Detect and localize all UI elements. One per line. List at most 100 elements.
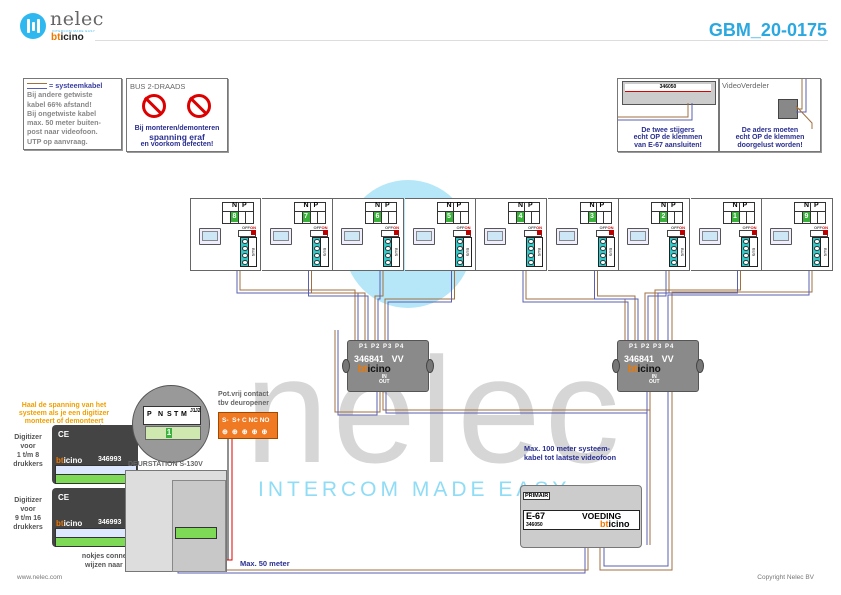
on-label: ON — [750, 225, 757, 230]
distributor-id-number: 346841 — [354, 354, 385, 364]
np-p-label: P — [671, 202, 676, 209]
off-label: OFF — [385, 225, 393, 230]
np-n-label: N — [661, 202, 667, 209]
np-n-label: N — [375, 202, 381, 209]
termination-switch-label: OFFON — [743, 225, 757, 230]
tip-videoverdeler-title: VideoVerdeler — [722, 81, 769, 90]
on-label: ON — [536, 225, 542, 230]
pin-label: P — [147, 411, 152, 418]
wire — [225, 437, 233, 561]
warning-line: Haal de spanning van het — [21, 402, 107, 409]
np-divider — [381, 203, 382, 223]
np-divider — [674, 211, 675, 223]
brand-suffix: icino — [637, 364, 661, 375]
termination-switch[interactable] — [238, 230, 256, 237]
mount-ear — [612, 359, 620, 373]
unit-number: 8 — [231, 212, 238, 222]
termination-switch[interactable] — [381, 230, 399, 237]
monitor-icon — [412, 228, 435, 245]
brand-name: nelec — [50, 8, 104, 30]
pin-label: N — [158, 411, 164, 418]
termination-switch-label: OFFON — [457, 225, 471, 230]
note-line: nokjes connectoren — [81, 553, 149, 560]
label-line: voor — [20, 506, 36, 513]
monitor-icon — [627, 228, 649, 245]
digitizer-id: 346993 — [98, 519, 122, 526]
digitizer-module-1: CE bticino 346993 — [52, 425, 138, 484]
np-divider — [659, 211, 660, 223]
termination-switch[interactable] — [667, 230, 685, 237]
np-divider — [587, 211, 589, 223]
ce-mark: CE — [58, 493, 70, 502]
np-divider — [524, 203, 525, 223]
label-line: drukkers — [13, 461, 43, 468]
legend-bus-box: BUS 2-DRAADS Bij monteren/demonteren spa… — [126, 78, 228, 152]
np-p-label: P — [528, 202, 533, 209]
tip-line: echt OP de klemmen — [633, 134, 703, 141]
termination-switch[interactable] — [309, 230, 328, 237]
caption-line: Pot.vrij contact — [218, 391, 269, 398]
np-p-label: P — [814, 202, 819, 209]
bus-terminal-label: BUS — [820, 237, 829, 267]
unit-number: 6 — [374, 212, 381, 222]
tip-line: van E-67 aansluiten! — [634, 141, 702, 149]
on-label: ON — [822, 225, 828, 230]
np-p-label: P — [313, 202, 319, 209]
pin-label: M — [181, 411, 187, 418]
caption-line: tbv deuropener — [218, 399, 269, 407]
model-name: E-67 — [526, 511, 546, 521]
pin-label: J2 — [195, 408, 201, 414]
tip-videoverdeler-text: De aders moeten echt OP de klemmen doorg… — [720, 127, 820, 150]
np-p-label: P — [742, 202, 748, 209]
bus-terminal-label: BUS — [462, 237, 472, 267]
cable-swatch-icon — [27, 83, 47, 90]
unit-number: 5 — [445, 212, 453, 222]
monitor-icon — [555, 228, 578, 245]
connector-zoom-detail: P N S T M J1 J2 1 — [132, 385, 210, 463]
termination-switch[interactable] — [595, 230, 614, 237]
off-label: OFF — [313, 225, 322, 230]
digitizer2-label: Digitizer voor 9 t/m 16 drukkers — [8, 496, 48, 532]
termination-switch[interactable] — [810, 230, 828, 237]
on-label: ON — [607, 225, 614, 230]
riser-wires — [618, 103, 693, 121]
digitizer1-label: Digitizer voor 1 t/m 8 drukkers — [8, 433, 48, 469]
np-divider — [452, 203, 454, 223]
wire — [382, 390, 651, 411]
digitizer-id: 346993 — [98, 456, 122, 463]
termination-switch[interactable] — [452, 230, 471, 237]
legend-cable-title-text: = systeemkabel — [49, 81, 103, 90]
selected-button-number: 1 — [166, 428, 172, 438]
np-n-label: N — [518, 202, 524, 209]
label-line: 9 t/m 16 — [14, 515, 42, 522]
wire — [603, 240, 810, 567]
termination-switch[interactable] — [524, 230, 542, 237]
np-n-label: N — [804, 202, 810, 209]
tip-line: De aders moeten — [741, 126, 799, 134]
distributor-brand: bticino — [628, 364, 661, 375]
bus-terminal-label: BUS — [391, 237, 400, 267]
bus-terminal-label: BUS — [605, 237, 615, 267]
termination-switch[interactable] — [738, 230, 757, 237]
distributor-id: 346841 VV — [624, 354, 674, 364]
io-out: OUT — [649, 379, 660, 385]
np-n-label: N — [303, 202, 309, 209]
np-n-label: N — [232, 202, 238, 209]
monitor-icon — [341, 228, 363, 245]
partner-logo: bticino — [51, 32, 84, 43]
np-p-label: P — [385, 202, 390, 209]
np-divider — [595, 203, 597, 223]
digitizer-brand: bticino — [56, 519, 82, 528]
legend-line: kabel 66% afstand! — [27, 99, 92, 109]
tip-e67-box: 346050 De twee stijgers echt OP de klemm… — [617, 78, 719, 152]
